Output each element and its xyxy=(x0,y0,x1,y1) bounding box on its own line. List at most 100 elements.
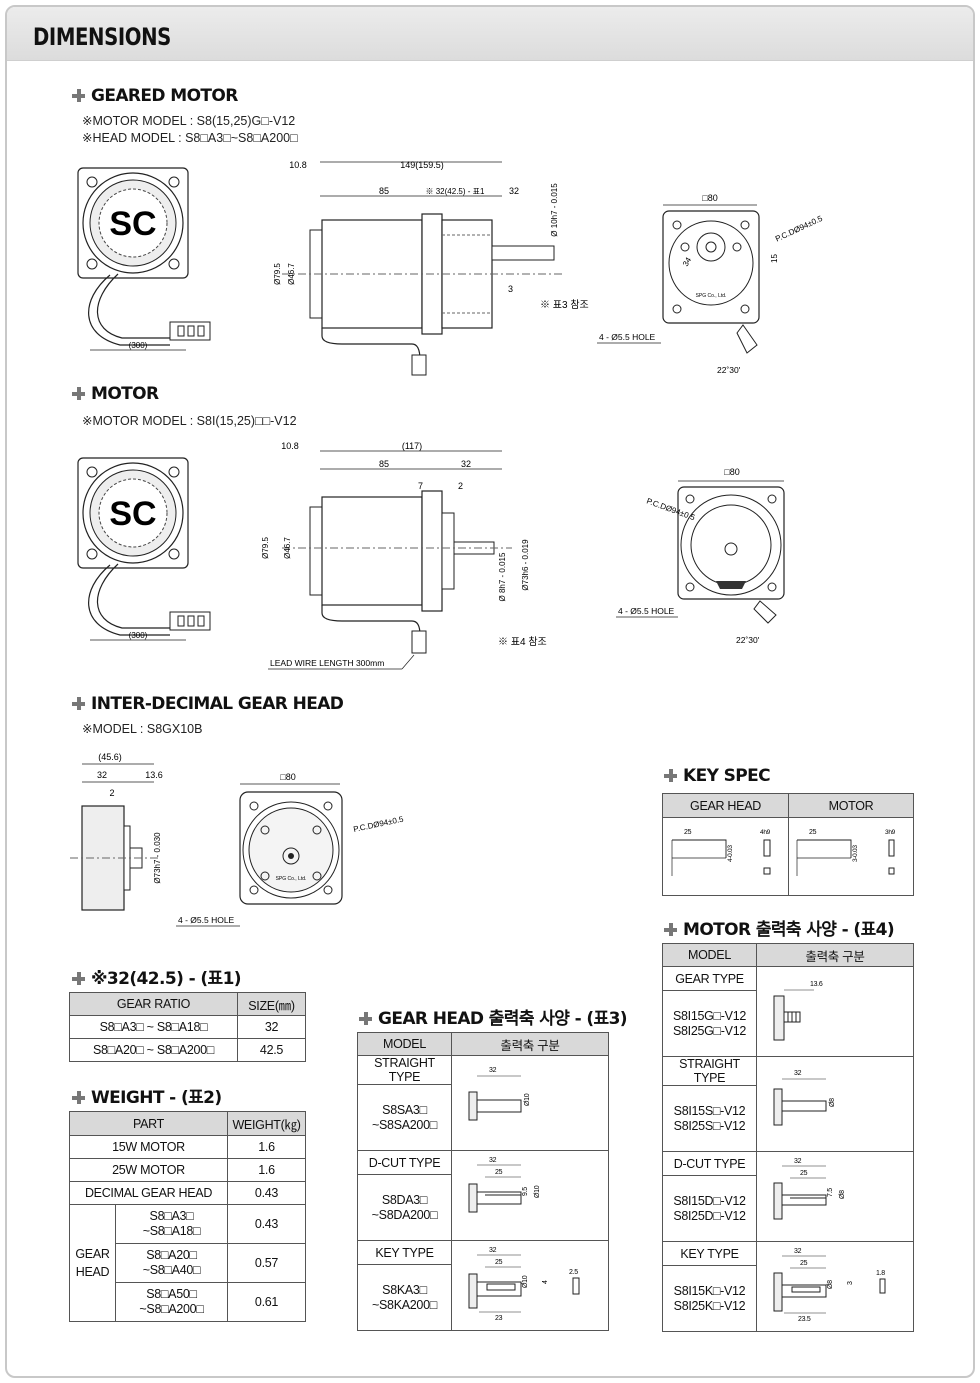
weight-cell: 0.43 xyxy=(227,1204,306,1244)
gear-shaft-drawing: 13.6 xyxy=(756,966,914,1057)
weight-cell: 0.57 xyxy=(227,1243,306,1283)
svg-text:Ø10: Ø10 xyxy=(534,1185,541,1198)
svg-text:32: 32 xyxy=(489,1067,497,1074)
table-row: S8DA3□~S8DA200□ xyxy=(357,1174,609,1241)
part-cell: S8□A20□~S8□A40□ xyxy=(115,1243,228,1283)
table-row: S8KA3□~S8KA200□ xyxy=(357,1264,609,1331)
model-cell: S8SA3□~S8SA200□ xyxy=(357,1084,452,1151)
svg-text:4 - Ø5.5 HOLE: 4 - Ø5.5 HOLE xyxy=(178,915,235,925)
key-spec-gear-head-drawing: 25 4-0.03 4h9 xyxy=(662,817,789,896)
section-title-gear-head: INTER-DECIMAL GEAR HEAD xyxy=(72,694,344,714)
key-gear-head-svg: 25 4-0.03 4h9 xyxy=(671,829,770,876)
svg-text:4-0.03: 4-0.03 xyxy=(727,845,734,862)
svg-text:Ø46.7: Ø46.7 xyxy=(283,537,292,559)
svg-text:SPG Co., Ltd.: SPG Co., Ltd. xyxy=(696,293,727,299)
svg-text:(45.6): (45.6) xyxy=(98,752,122,762)
gear-head-group-cell: GEAR HEAD xyxy=(69,1204,116,1322)
part-cell: S8□A3□~S8□A18□ xyxy=(115,1204,228,1244)
type-cell: KEY TYPE xyxy=(357,1240,452,1265)
svg-text:※ 표3 참조: ※ 표3 참조 xyxy=(540,299,589,311)
key-shaft-drawing: 32 25 23 Ø10 4 2.5 xyxy=(451,1240,609,1331)
type-cell: D-CUT TYPE xyxy=(357,1150,452,1175)
svg-text:85: 85 xyxy=(379,186,389,196)
svg-text:32: 32 xyxy=(509,186,519,196)
weight-cell: 0.43 xyxy=(227,1181,306,1205)
svg-text:□80: □80 xyxy=(702,193,717,203)
svg-text:25: 25 xyxy=(684,829,692,836)
straight-shaft-svg: 32 Ø10 xyxy=(468,1067,531,1120)
svg-text:25: 25 xyxy=(495,1169,503,1176)
svg-text:Ø 10h7 - 0.015: Ø 10h7 - 0.015 xyxy=(550,183,559,237)
motor-dcut-shaft-svg: 32 25 7.5 Ø8 xyxy=(773,1158,846,1220)
svg-text:Ø8: Ø8 xyxy=(829,1097,836,1106)
svg-text:10.8: 10.8 xyxy=(281,441,299,451)
key-spec-header-motor: MOTOR xyxy=(788,793,914,818)
section-title-table3: GEAR HEAD 출력축 사양 - (표3) xyxy=(359,1004,628,1029)
weight-cell: 1.6 xyxy=(227,1135,306,1159)
type-cell: KEY TYPE xyxy=(662,1241,757,1266)
table-row: S8□A20□~S8□A40□ 0.57 xyxy=(70,1243,306,1283)
svg-text:3: 3 xyxy=(508,284,513,294)
svg-text:25: 25 xyxy=(800,1260,808,1267)
svg-text:Ø46.7: Ø46.7 xyxy=(287,263,296,285)
motor-straight-shaft-svg: 32 Ø8 xyxy=(773,1070,836,1125)
svg-text:Ø10: Ø10 xyxy=(522,1275,529,1288)
svg-text:25: 25 xyxy=(495,1259,503,1266)
size-cell: 42.5 xyxy=(237,1038,306,1062)
shaft-type-header: 출력축 구분 xyxy=(756,943,914,967)
svg-text:SC: SC xyxy=(109,495,156,533)
weight-cell: 1.6 xyxy=(227,1158,306,1182)
part-cell: DECIMAL GEAR HEAD xyxy=(69,1181,228,1205)
svg-text:13.6: 13.6 xyxy=(145,770,163,780)
svg-text:(300): (300) xyxy=(129,631,148,640)
svg-text:Ø10: Ø10 xyxy=(524,1093,531,1106)
part-cell: 25W MOTOR xyxy=(69,1158,228,1182)
plus-icon xyxy=(664,769,677,782)
svg-text:Ø79.5: Ø79.5 xyxy=(262,537,270,559)
page-frame xyxy=(5,5,975,1378)
section-title-key-spec: KEY SPEC xyxy=(664,766,771,786)
svg-text:32: 32 xyxy=(794,1158,802,1165)
table-row: 15W MOTOR 1.6 xyxy=(69,1135,306,1159)
plus-icon xyxy=(359,1012,372,1025)
part-header: PART xyxy=(69,1111,228,1136)
table-row: STRAIGHT TYPE 32 Ø10 xyxy=(357,1055,609,1151)
svg-text:3: 3 xyxy=(847,1281,854,1285)
size-cell: 32 xyxy=(237,1015,306,1039)
motor-model-note-2: ※MOTOR MODEL : S8I(15,25)□□-V12 xyxy=(82,414,297,428)
gear-head-output-shaft-table: MODEL 출력축 구분 STRAIGHT TYPE 32 Ø10 S8SA3□… xyxy=(357,1032,609,1331)
table-row: KEY TYPE 32 25 23 Ø10 4 2.5 xyxy=(357,1240,609,1331)
motor-dcut-shaft-drawing: 32 25 7.5 Ø8 xyxy=(756,1151,914,1242)
svg-text:LEAD WIRE LENGTH 300mm: LEAD WIRE LENGTH 300mm xyxy=(270,658,384,668)
svg-text:※ 32(42.5) - 표1: ※ 32(42.5) - 표1 xyxy=(426,187,485,196)
svg-text:(300): (300) xyxy=(129,341,148,350)
svg-text:7.5: 7.5 xyxy=(827,1188,834,1197)
table-row: S8□A20□ ~ S8□A200□ 42.5 xyxy=(69,1038,306,1062)
geared-motor-front-view: SC (300) xyxy=(77,167,211,351)
svg-text:23: 23 xyxy=(495,1315,503,1322)
weight-cell: 0.61 xyxy=(227,1282,306,1322)
gear-head-group-label: GEAR HEAD xyxy=(75,1247,110,1279)
svg-text:4 - Ø5.5 HOLE: 4 - Ø5.5 HOLE xyxy=(599,332,656,342)
type-cell: GEAR TYPE xyxy=(662,966,757,991)
size-header: SIZE(㎜) xyxy=(237,992,306,1016)
svg-text:149(159.5): 149(159.5) xyxy=(400,160,444,170)
dcut-shaft-svg: 32 25 9.5 Ø10 xyxy=(468,1157,541,1213)
key-spec-header-gear-head: GEAR HEAD xyxy=(662,793,789,818)
table-row: S8□A50□~S8□A200□ 0.61 xyxy=(70,1282,306,1322)
table-row: D-CUT TYPE 32 25 7.5 Ø8 xyxy=(662,1151,914,1242)
model-cell: S8KA3□~S8KA200□ xyxy=(357,1264,452,1331)
svg-text:※ 표4 참조: ※ 표4 참조 xyxy=(498,636,547,648)
svg-text:32: 32 xyxy=(794,1248,802,1255)
key-spec-table: GEAR HEAD MOTOR 25 4-0.03 4h9 25 3-0.03 xyxy=(662,793,914,896)
svg-text:P.C.DØ94±0.5: P.C.DØ94±0.5 xyxy=(353,814,405,834)
svg-text:32: 32 xyxy=(489,1157,497,1164)
page-title: DIMENSIONS xyxy=(33,23,171,51)
svg-text:25: 25 xyxy=(800,1170,808,1177)
table-row: GEAR TYPE 13.6 xyxy=(662,966,914,1057)
